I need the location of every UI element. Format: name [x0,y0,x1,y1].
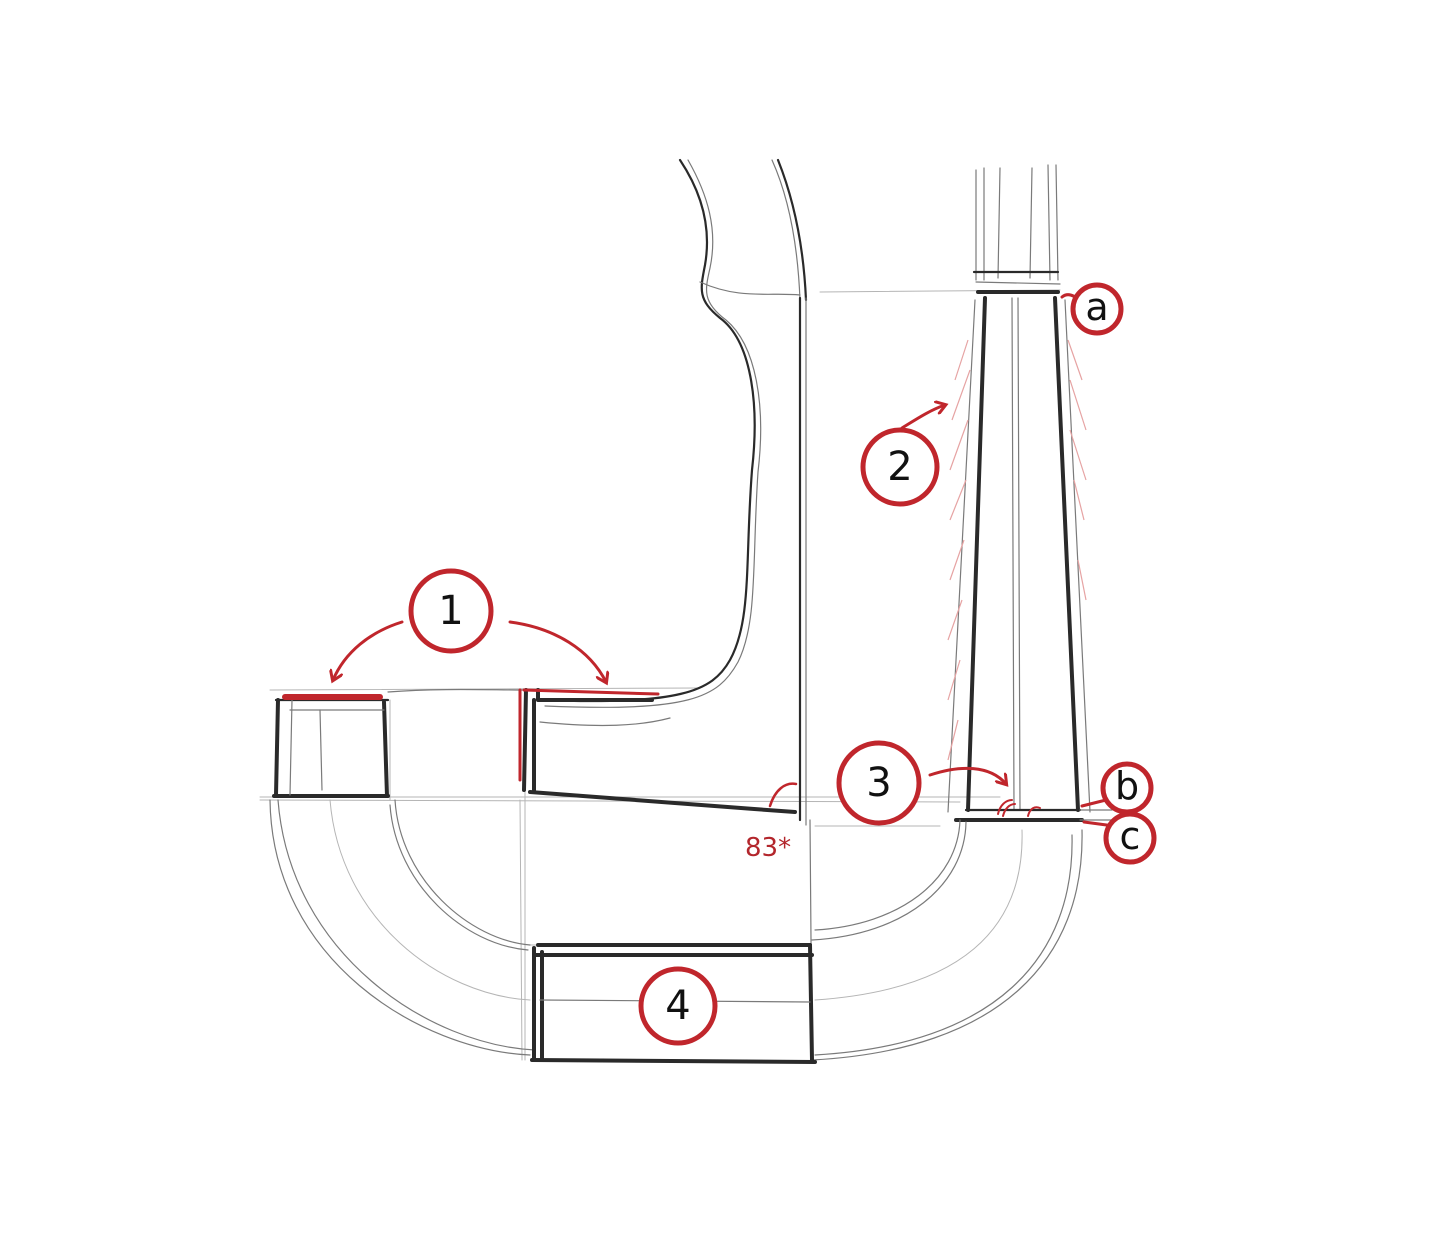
callout-2: 2 [860,427,940,507]
callout-4-label: 4 [665,983,690,1029]
horizontal-arm [272,688,797,814]
callout-2-label: 2 [887,444,912,490]
callout-a: a [1070,282,1124,336]
callout-c-label: c [1120,814,1141,858]
angle-label: 83* [745,833,791,863]
callout-a-label: a [1085,285,1108,329]
callout-3-label: 3 [866,760,891,806]
callout-1-label: 1 [438,588,463,634]
callout-4: 4 [638,966,718,1046]
lower-curve [269,799,1083,1061]
crank-arm [538,158,813,1061]
callout-b-label: b [1115,764,1139,808]
right-post [947,164,1113,822]
lower-block [530,943,817,1064]
annotation-arrows [333,293,1116,828]
red-highlights [282,688,660,782]
callout-c: c [1103,811,1157,865]
callout-1: 1 [408,568,494,654]
callout-b: b [1100,761,1154,815]
callout-3: 3 [836,740,922,826]
